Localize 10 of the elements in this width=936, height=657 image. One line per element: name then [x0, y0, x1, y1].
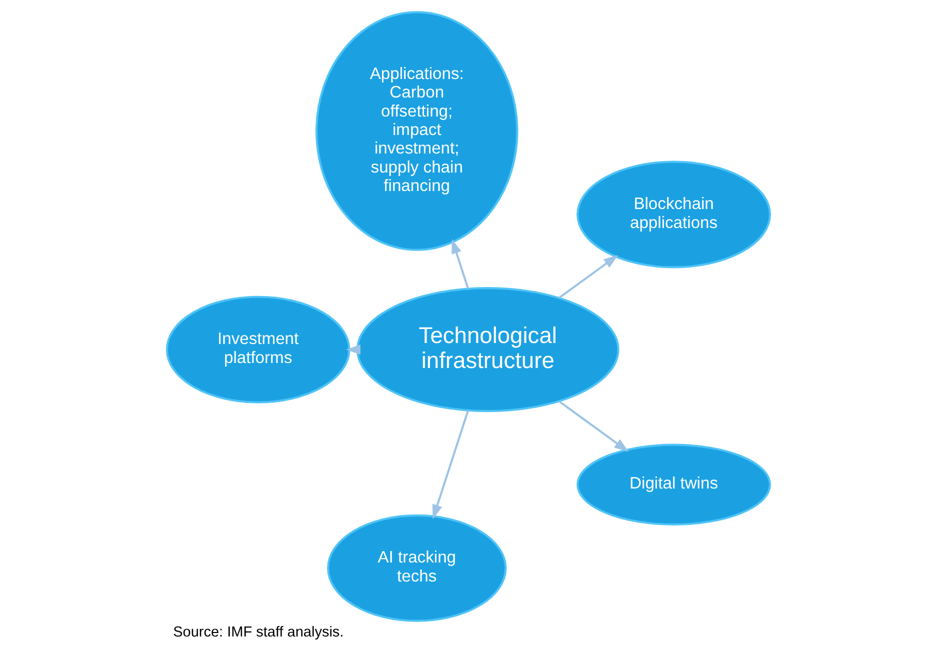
arrow: [345, 344, 360, 355]
node-ellipse: Applications: Carbon offsetting; impact investment; supply chain financing: [314, 11, 518, 251]
arrow: [558, 254, 618, 299]
caption: Source: IMF staff analysis.: [172, 624, 344, 641]
arrow: [432, 410, 468, 520]
node-ellipse: Investment platforms: [165, 296, 350, 404]
arrow: [558, 400, 628, 452]
node-ellipse: Digital twins: [576, 444, 771, 526]
node-ellipse: AI tracking techs: [326, 514, 506, 622]
arrow: [451, 238, 468, 289]
